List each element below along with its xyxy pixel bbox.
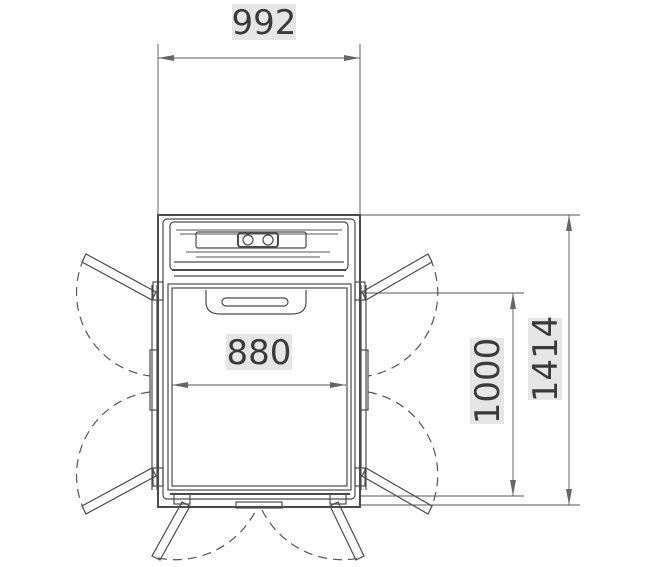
dimension-width-top: 992 — [157, 3, 361, 216]
dimension-label-1000: 1000 — [468, 338, 508, 425]
top-mechanism — [169, 221, 349, 277]
dimension-total-height: 1414 — [360, 214, 580, 506]
left-doors — [75, 253, 164, 515]
cabin-handle — [205, 290, 307, 315]
right-doors — [354, 253, 439, 515]
dimension-inner-width: 880 — [172, 333, 346, 388]
dimension-inner-height: 1000 — [360, 292, 524, 497]
dimension-label-992: 992 — [232, 3, 297, 43]
dimension-label-880: 880 — [227, 333, 292, 373]
dimension-label-1414: 1414 — [526, 316, 566, 403]
bottom-doors — [151, 493, 365, 561]
